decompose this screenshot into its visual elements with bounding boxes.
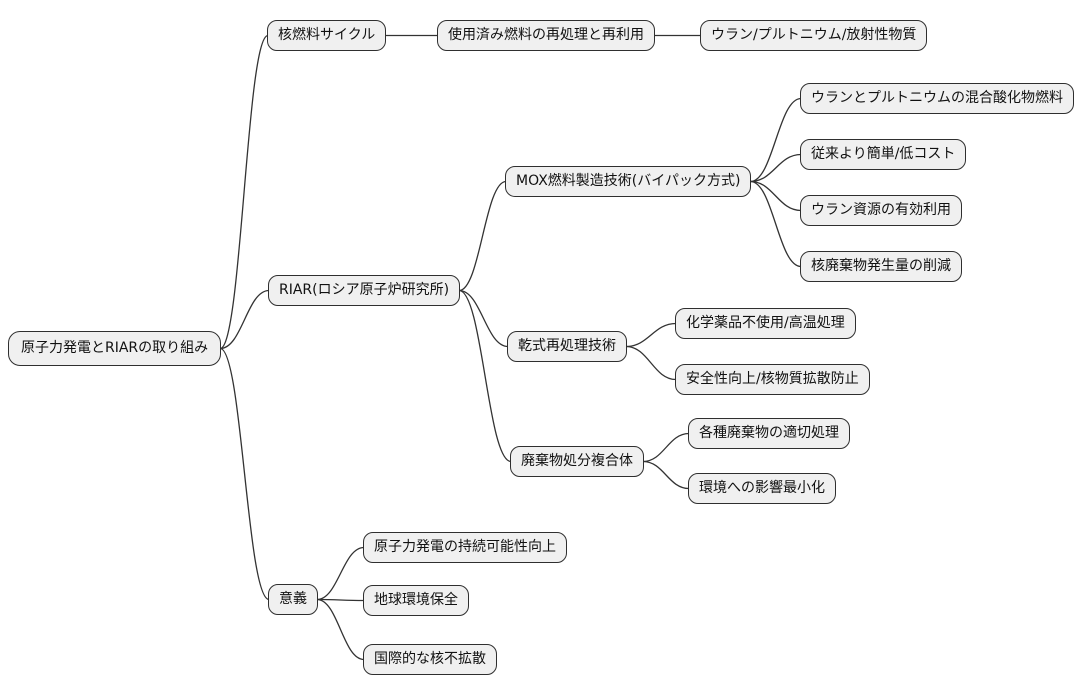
mindmap-link-significance-to-sig-env [316, 598, 365, 602]
mindmap-node-mox-waste: 核廃棄物発生量の削減 [800, 251, 962, 282]
mindmap-node-significance: 意義 [268, 584, 318, 615]
mindmap-link-riar-to-mox [458, 180, 507, 292]
mindmap-node-dry: 乾式再処理技術 [507, 331, 627, 362]
mindmap-node-waste: 廃棄物処分複合体 [510, 446, 644, 477]
mindmap-link-riar-to-dry [459, 289, 509, 348]
mindmap-link-mox-to-mox-fuel [750, 97, 802, 183]
mindmap-node-riar: RIAR(ロシア原子炉研究所) [268, 275, 461, 306]
mindmap-link-riar-to-waste [458, 289, 512, 463]
mindmap-link-root-to-fuel-cycle [219, 34, 269, 350]
mindmap-link-root-to-riar [220, 289, 270, 350]
mindmap-link-significance-to-sig-nonprolif [316, 598, 365, 661]
mindmap-link-mox-to-mox-waste [750, 180, 802, 268]
mindmap-node-mox-cost: 従来より簡単/低コスト [800, 139, 967, 170]
mindmap-node-mox-fuel: ウランとプルトニウムの混合酸化物燃料 [800, 83, 1074, 114]
mindmap-node-mox-uranium: ウラン資源の有効利用 [800, 195, 962, 226]
mindmap-node-materials: ウラン/プルトニウム/放射性物質 [700, 20, 928, 51]
mindmap-link-dry-to-dry-safety [625, 345, 677, 381]
mindmap-node-dry-chem: 化学薬品不使用/高温処理 [675, 308, 856, 339]
mindmap-node-waste-env: 環境への影響最小化 [688, 473, 836, 504]
mindmap-node-sig-env: 地球環境保全 [363, 585, 469, 616]
mindmap-link-dry-to-dry-chem [625, 322, 677, 348]
mindmap-link-significance-to-sig-sustain [316, 546, 365, 601]
mindmap-node-mox: MOX燃料製造技術(バイパック方式) [505, 166, 752, 197]
mindmap-link-waste-to-waste-treat [642, 432, 690, 463]
mindmap-node-root: 原子力発電とRIARの取り組み [8, 331, 222, 366]
mindmap-link-mox-to-mox-uranium [750, 180, 802, 212]
mindmap-node-fuel-cycle: 核燃料サイクル [267, 20, 387, 51]
mindmap-node-sig-nonprolif: 国際的な核不拡散 [363, 644, 497, 675]
mindmap-link-mox-to-mox-cost [750, 153, 802, 183]
mindmap-node-waste-treat: 各種廃棄物の適切処理 [688, 418, 850, 449]
mindmap-link-waste-to-waste-env [642, 460, 690, 490]
mindmap-node-sig-sustain: 原子力発電の持続可能性向上 [363, 532, 567, 563]
mindmap-node-reprocessing: 使用済み燃料の再処理と再利用 [437, 20, 655, 51]
mindmap-node-dry-safety: 安全性向上/核物質拡散防止 [675, 364, 870, 395]
mindmap-link-root-to-significance [219, 347, 270, 601]
